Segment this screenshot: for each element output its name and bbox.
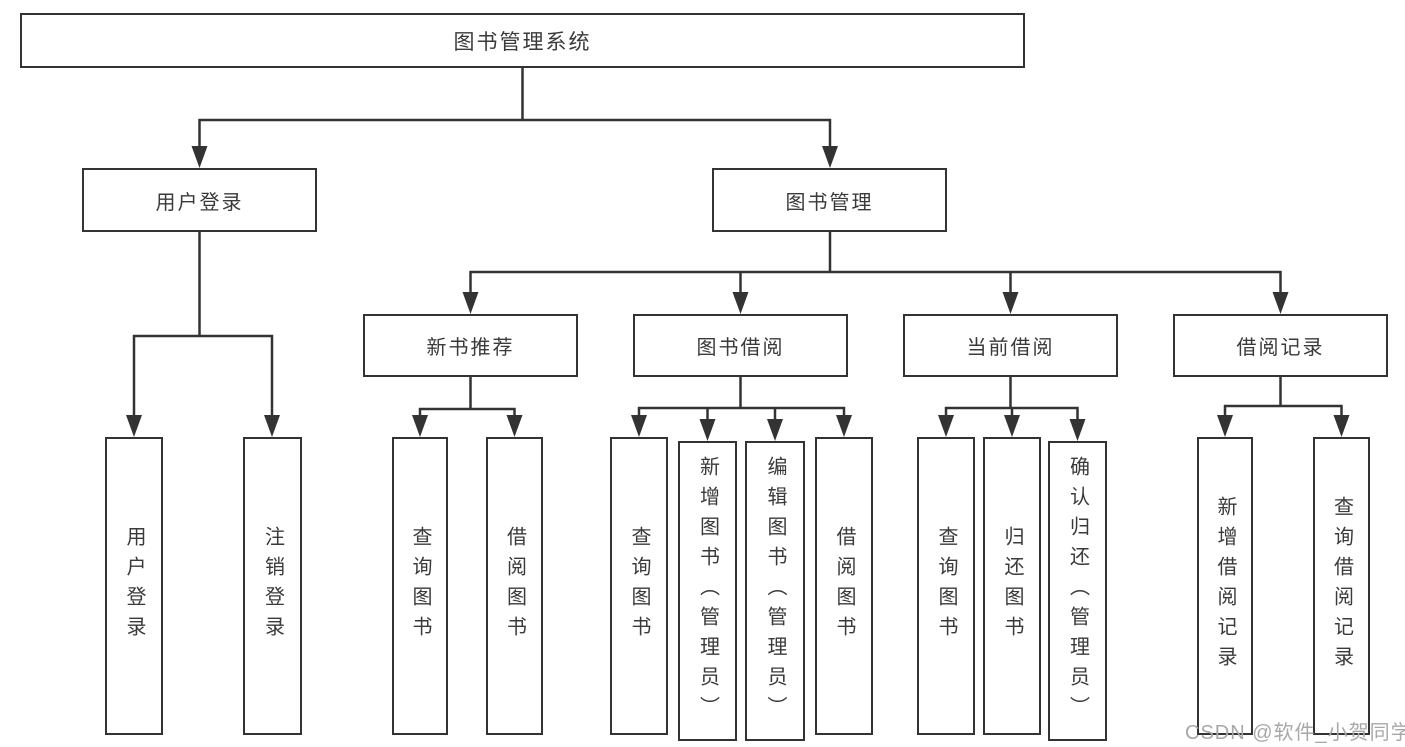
node-label: 新增借阅记录 (1214, 496, 1236, 676)
node-label: 查询借阅记录 (1330, 496, 1353, 676)
node-book-management: 图书管理 (712, 168, 947, 232)
node-library-management-system: 图书管理系统 (20, 13, 1025, 68)
leaf-borrow-books: 借阅图书 (815, 437, 873, 735)
node-label: 图书管理 (785, 191, 874, 214)
leaf-add-borrow-record: 新增借阅记录 (1197, 437, 1253, 735)
node-label: 确认归还（管理员） (1066, 456, 1089, 726)
node-label: 查询图书 (409, 526, 431, 646)
connector-borrowing-records (1217, 377, 1350, 437)
leaf-return-books: 归还图书 (983, 437, 1041, 735)
node-label: 图书管理系统 (453, 30, 592, 54)
csdn-watermark: CSDN @软件_小贺同学 (1185, 722, 1405, 744)
node-label: 查询图书 (628, 526, 650, 646)
node-label: 当前借阅 (966, 337, 1055, 359)
node-label: 归还图书 (1001, 526, 1023, 646)
node-label: 注销登录 (261, 526, 284, 646)
node-book-borrowing: 图书借阅 (633, 314, 848, 377)
node-label: 借阅图书 (503, 526, 526, 646)
connector-user-login-branch (126, 232, 280, 437)
leaf-confirm-return-admin: 确认归还（管理员） (1048, 441, 1107, 741)
node-label: 查询图书 (935, 526, 957, 646)
connector-new-book-rec (412, 377, 523, 437)
node-label: 新增图书（管理员） (696, 456, 719, 726)
leaf-borrow-books-rec: 借阅图书 (486, 437, 543, 735)
leaf-user-login: 用户登录 (105, 437, 163, 735)
node-label: 借阅图书 (833, 526, 855, 646)
node-label: 用户登录 (123, 526, 145, 646)
leaf-query-books-rec: 查询图书 (392, 437, 448, 735)
connector-book-mgmt-to-level3 (462, 232, 1289, 314)
connector-current-borrowing (938, 377, 1086, 441)
node-label: 编辑图书（管理员） (764, 456, 786, 726)
leaf-logout: 注销登录 (243, 437, 302, 735)
node-label: 图书借阅 (696, 337, 785, 359)
node-label: 用户登录 (155, 191, 244, 214)
leaf-edit-books-admin: 编辑图书（管理员） (745, 441, 805, 741)
leaf-query-books-borrow: 查询图书 (610, 437, 668, 735)
leaf-query-borrow-record: 查询借阅记录 (1313, 437, 1370, 735)
connector-root-to-level2 (191, 68, 838, 168)
leaf-add-books-admin: 新增图书（管理员） (678, 441, 737, 741)
node-current-borrowing: 当前借阅 (903, 314, 1118, 377)
node-user-login-branch: 用户登录 (82, 168, 317, 232)
connector-book-borrowing (631, 377, 852, 441)
node-borrowing-records: 借阅记录 (1173, 314, 1388, 377)
leaf-query-books-current: 查询图书 (917, 437, 975, 735)
node-label: 新书推荐 (426, 337, 515, 359)
node-new-book-recommendation: 新书推荐 (363, 314, 578, 377)
node-label: 借阅记录 (1236, 337, 1325, 359)
